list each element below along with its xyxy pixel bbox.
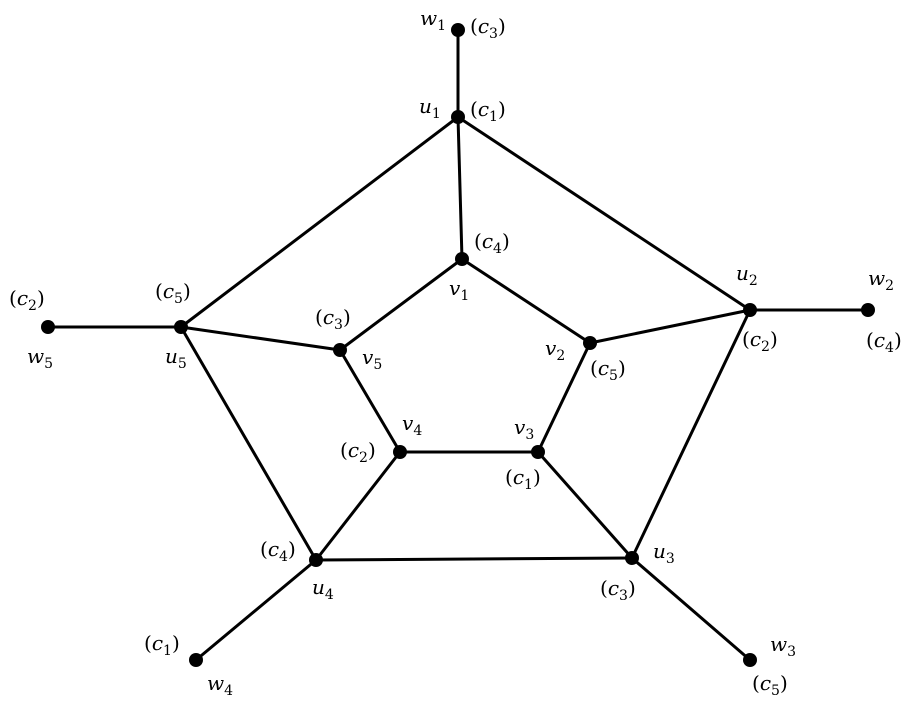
color-label-w4: (c1) [144,631,180,659]
edge-v2-v3 [536,341,592,454]
edge-v4-v5 [338,348,402,454]
edge-u3-w3 [630,556,752,662]
edge-u5-v5 [179,325,342,352]
color-label-v2: (c5) [590,356,626,384]
vertex-label-w5: w5 [27,344,53,372]
vertex-u2 [743,303,757,317]
vertex-label-w2: w2 [868,266,894,294]
vertex-w5 [41,320,55,334]
vertex-v5 [333,343,347,357]
vertex-v1 [455,252,469,266]
vertex-label-v5: v5 [362,345,382,373]
color-label-u4: (c4) [260,537,296,565]
color-label-v5: (c3) [315,305,351,333]
color-label-u5: (c5) [155,279,191,307]
vertex-label-w1: w1 [420,6,446,34]
vertex-label-v1: v1 [449,276,469,304]
color-label-u1: (c1) [470,97,506,125]
edge-u5-u4 [179,325,318,562]
vertex-label-u4: u4 [312,575,334,603]
vertex-label-v2: v2 [545,336,565,364]
vertex-label-u2: u2 [736,261,758,289]
edge-u4-u3 [314,556,634,562]
color-label-v1: (c4) [474,229,510,257]
edge-u2-u3 [630,308,752,560]
edge-u1-u2 [456,115,752,312]
vertex-label-u5: u5 [165,344,187,372]
vertex-label-v3: v3 [514,415,534,443]
vertices-group [41,23,875,667]
color-label-v3: (c1) [505,465,541,493]
color-label-w3: (c5) [752,671,788,699]
edge-u4-w4 [194,558,318,662]
vertex-w3 [743,653,757,667]
color-label-w1: (c3) [470,14,506,42]
vertex-u5 [174,320,188,334]
vertex-v4 [393,445,407,459]
vertex-label-w3: w3 [770,632,796,660]
color-label-u3: (c3) [600,576,636,604]
color-label-w5: (c2) [9,286,45,314]
edges-group [46,28,870,662]
edge-u1-v1 [456,115,464,261]
edge-v1-v2 [460,257,592,345]
vertex-w1 [451,23,465,37]
labels-group: w1(c3)u1(c1)v1(c4)u2(c2)w2(c4)v2(c5)v5(c… [9,6,902,699]
color-label-v4: (c2) [340,438,376,466]
edge-u3-v3 [536,450,634,560]
vertex-label-w4: w4 [207,671,233,699]
vertex-w2 [861,303,875,317]
edge-u1-u5 [179,115,460,329]
vertex-u3 [625,551,639,565]
color-label-w2: (c4) [866,328,902,356]
vertex-v3 [531,445,545,459]
edge-v5-v1 [338,257,464,352]
vertex-label-v4: v4 [402,411,422,439]
vertex-label-u3: u3 [653,539,675,567]
vertex-label-u1: u1 [419,94,441,122]
edge-u2-v2 [588,308,752,345]
vertex-u4 [309,553,323,567]
vertex-v2 [583,336,597,350]
edge-u4-v4 [314,450,402,562]
vertex-w4 [189,653,203,667]
vertex-u1 [451,110,465,124]
color-label-u2: (c2) [742,327,778,355]
